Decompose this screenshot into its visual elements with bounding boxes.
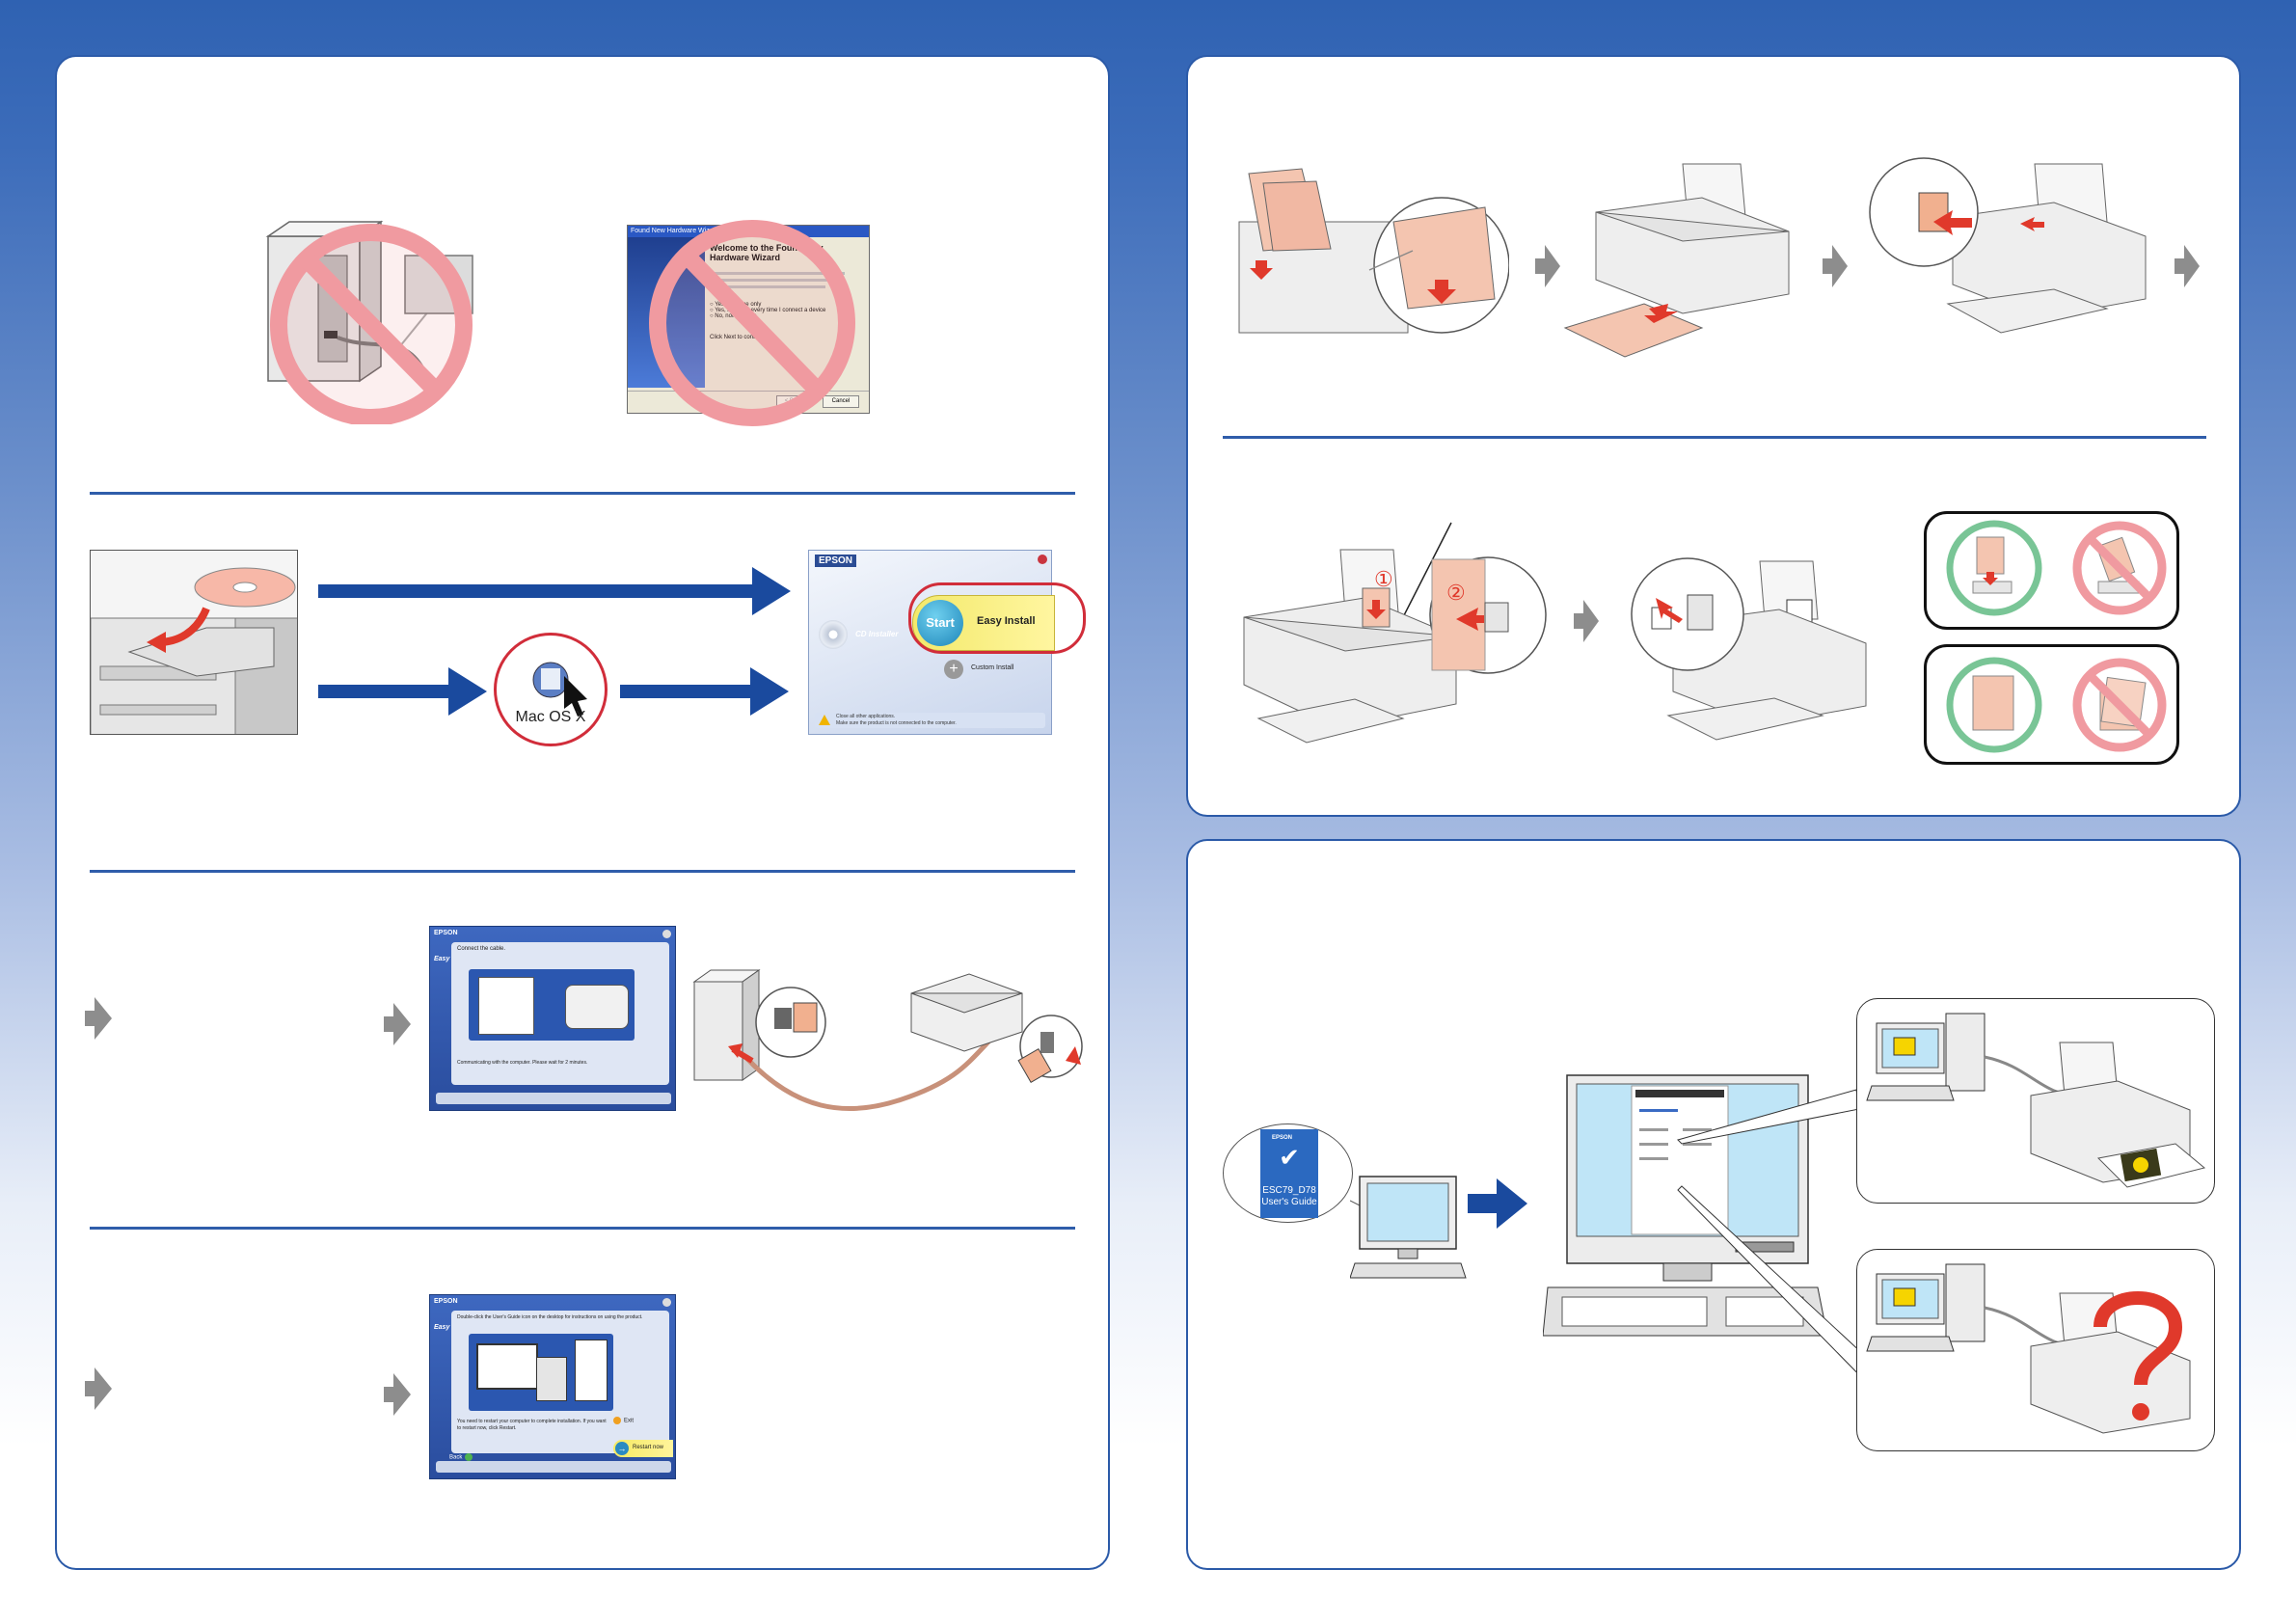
insert-paper-illustration xyxy=(1243,522,1547,744)
ok-circle-icon xyxy=(1946,520,2042,616)
easy-install-label: Easy Install xyxy=(977,615,1036,627)
wizard-heading-2: Hardware Wizard xyxy=(710,253,864,262)
guide-icon-label-2: User's Guide xyxy=(1261,1197,1317,1207)
step-1-marker: ① xyxy=(1374,567,1393,591)
arrow-to-mac xyxy=(318,667,487,716)
load-paper-step-2 xyxy=(1563,163,1790,358)
adjust-guide-illustration xyxy=(1631,557,1867,741)
custom-install-button[interactable]: + Custom Install xyxy=(944,659,1048,680)
finish-back-button[interactable]: Back xyxy=(449,1453,473,1461)
desktop-computer-icon xyxy=(1866,1263,1985,1352)
warning-line-1: Close all other applications. xyxy=(836,714,896,719)
users-guide-desktop-icon[interactable]: EPSON ✔ ESC79_D78 User's Guide xyxy=(1223,1123,1353,1223)
finish-installation-window: EPSON Easy Double-click the User's Guide… xyxy=(429,1294,676,1479)
arrow-mac-to-installer xyxy=(620,667,789,716)
cd-icon xyxy=(819,620,848,649)
no-usb-illustration xyxy=(265,220,473,424)
wizard-continue-text: Click Next to continue. xyxy=(710,335,864,340)
exit-icon xyxy=(613,1417,621,1424)
back-icon xyxy=(465,1453,473,1461)
mac-os-x-label: Mac OS X xyxy=(515,709,586,725)
plus-icon: + xyxy=(944,660,963,679)
step-arrow-icon xyxy=(85,1367,112,1410)
flow-arrow-icon xyxy=(1574,600,1599,642)
installer-warning: Close all other applications. Make sure … xyxy=(815,713,1045,728)
wizard-option-2[interactable]: ○ Yes, now and every time I connect a de… xyxy=(710,308,864,313)
printer-problem-callout xyxy=(1856,1249,2215,1451)
prohibition-icon xyxy=(649,220,855,426)
paper-stack-ok-box xyxy=(1924,644,2179,765)
mac-os-x-icon[interactable]: Mac OS X xyxy=(494,633,608,746)
blue-flow-arrow-icon xyxy=(1468,1178,1527,1229)
wizard-heading: Welcome to the Found New xyxy=(710,243,864,253)
step-arrow-icon xyxy=(384,1373,411,1416)
big-monitor-with-guide xyxy=(1543,1074,1828,1337)
left-divider-3 xyxy=(90,1227,1075,1230)
finish-instruction: Double-click the User's Guide icon on th… xyxy=(457,1314,643,1320)
connect-easy-tab: Easy xyxy=(434,956,450,962)
left-divider-2 xyxy=(90,870,1075,873)
finish-restart-note: You need to restart your computer to com… xyxy=(457,1419,607,1431)
wizard-cancel-button[interactable]: Cancel xyxy=(823,395,859,408)
guide-icon-label-1: ESC79_D78 xyxy=(1262,1185,1316,1196)
finish-back-label: Back xyxy=(449,1454,463,1461)
cd-installer-label: CD Installer xyxy=(855,630,899,638)
load-paper-step-1 xyxy=(1238,168,1509,334)
flow-arrow-icon xyxy=(2174,245,2200,287)
guide-icon-box: EPSON ✔ ESC79_D78 User's Guide xyxy=(1260,1129,1318,1218)
connect-close-icon[interactable] xyxy=(662,930,671,938)
installer-close-icon[interactable] xyxy=(1038,555,1047,564)
finish-easy-tab: Easy xyxy=(434,1324,450,1331)
small-monitor-icon xyxy=(1350,1176,1467,1279)
load-paper-step-3 xyxy=(1869,157,2147,334)
finish-progress-bar xyxy=(436,1461,671,1473)
ok-circle-icon xyxy=(1946,657,2042,753)
flow-arrow-icon xyxy=(1535,245,1560,287)
wizard-option-2-label: Yes, now and every time I connect a devi… xyxy=(715,308,825,313)
restart-arrow-icon: → xyxy=(615,1442,629,1455)
connect-cable-window: EPSON Easy Connect the cable. Communicat… xyxy=(429,926,676,1111)
flow-arrow-icon xyxy=(1823,245,1848,287)
finish-exit-label: Exit xyxy=(624,1418,635,1424)
printer-working-callout xyxy=(1856,998,2215,1204)
printer-icon xyxy=(2030,1042,2206,1188)
ng-circle-icon xyxy=(2072,521,2167,615)
ng-circle-icon xyxy=(2072,658,2167,752)
portrait-paper-ok-box xyxy=(1924,511,2179,630)
finish-brand: EPSON xyxy=(434,1298,458,1305)
desktop-computer-icon xyxy=(1866,1013,1985,1101)
question-mark-icon xyxy=(2093,1291,2183,1421)
pc-tower-icon xyxy=(692,969,761,1081)
connect-illustration xyxy=(469,969,635,1041)
custom-install-label: Custom Install xyxy=(971,664,1014,671)
easy-install-highlight xyxy=(908,582,1086,654)
step-arrow-icon xyxy=(85,997,112,1040)
guide-brand: EPSON xyxy=(1272,1135,1293,1141)
connect-progress-bar xyxy=(436,1093,671,1104)
warning-icon xyxy=(819,715,830,725)
finish-close-icon[interactable] xyxy=(662,1298,671,1307)
installer-brand: EPSON xyxy=(815,555,857,567)
restart-now-label: Restart now xyxy=(633,1445,664,1450)
step-arrow-icon xyxy=(384,1003,411,1045)
cd-drive-illustration xyxy=(90,550,298,735)
checkmark-icon: ✔ xyxy=(1279,1143,1300,1172)
left-divider-1 xyxy=(90,492,1075,495)
connect-instruction: Connect the cable. xyxy=(457,946,506,952)
finish-illustration xyxy=(469,1334,613,1411)
printer-icon xyxy=(910,973,1023,1052)
connect-brand: EPSON xyxy=(434,930,458,936)
arrow-to-installer xyxy=(318,567,791,615)
finish-exit-button[interactable]: Exit xyxy=(613,1417,634,1424)
step-2-marker: ② xyxy=(1446,581,1466,605)
restart-now-button[interactable]: → Restart now xyxy=(613,1440,673,1457)
usb-cable-connection-illustration xyxy=(692,969,1083,1112)
right-top-divider xyxy=(1223,436,2206,439)
connect-status: Communicating with the computer. Please … xyxy=(457,1060,588,1066)
warning-line-2: Make sure the product is not connected t… xyxy=(836,720,957,726)
